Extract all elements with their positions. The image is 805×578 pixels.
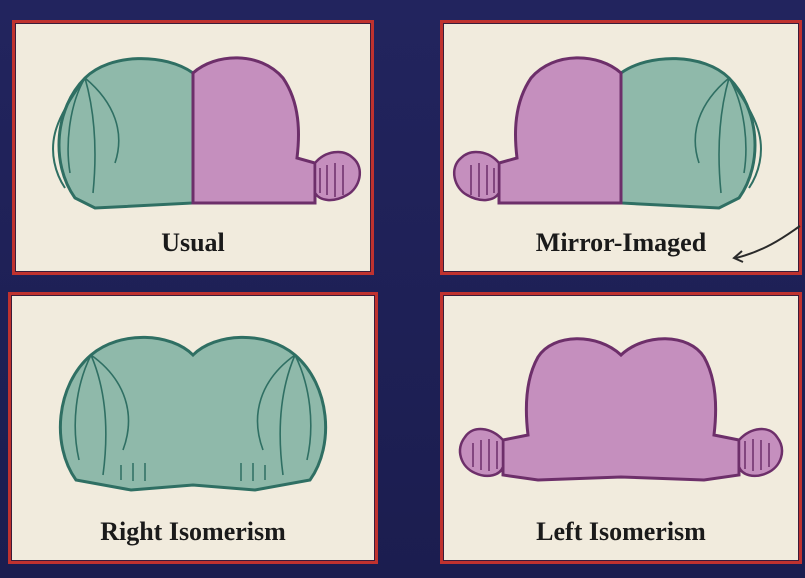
heart-diagram-usual — [15, 23, 371, 223]
heart-diagram-right-isomerism — [11, 295, 375, 510]
heart-diagram-left-isomerism — [443, 295, 799, 510]
caption-usual: Usual — [15, 228, 371, 258]
caption-right-isomerism: Right Isomerism — [11, 517, 375, 547]
caption-left-isomerism: Left Isomerism — [443, 517, 799, 547]
panel-left-isomerism: Left Isomerism — [440, 292, 802, 564]
panel-right-isomerism: Right Isomerism — [8, 292, 378, 564]
handwritten-arrow-mark — [728, 222, 803, 272]
heart-diagram-mirror-imaged — [443, 23, 799, 223]
panel-usual: Usual — [12, 20, 374, 275]
